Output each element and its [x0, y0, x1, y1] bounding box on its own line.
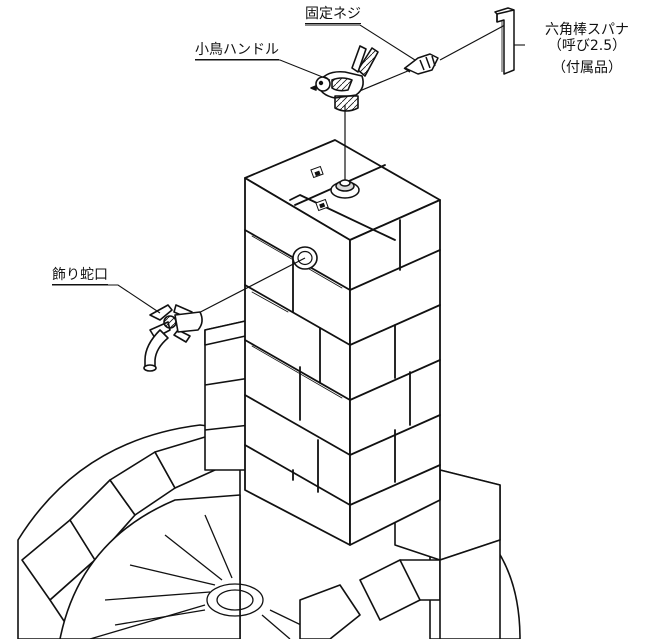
basin-floor — [59, 494, 241, 640]
leader-bird-handle — [195, 59, 331, 81]
label-hex-wrench: 六角棒スパナ （呼び2.5） （付属品） — [528, 22, 646, 76]
top-markers — [310, 165, 329, 212]
label-hex-wrench-line1: 六角棒スパナ — [545, 22, 629, 38]
basin — [17, 424, 521, 640]
fixing-screw-part — [403, 53, 439, 75]
back-step — [204, 319, 251, 471]
label-hex-wrench-line2: （呼び2.5） — [547, 38, 627, 54]
drain-grate — [89, 514, 331, 640]
hex-wrench-part — [494, 7, 515, 75]
leader-faucet — [52, 284, 161, 314]
label-bird-handle: 小鳥ハンドル — [195, 42, 279, 60]
faucet-part — [143, 304, 203, 372]
label-decorative-faucet: 飾り蛇口 — [52, 267, 108, 285]
label-fixing-screw: 固定ネジ — [305, 6, 361, 24]
leader-fixing-screw — [305, 24, 416, 61]
bird-handle-part — [310, 45, 379, 112]
label-hex-wrench-line3: （付属品） — [552, 60, 622, 76]
handle-fitting — [330, 179, 360, 199]
